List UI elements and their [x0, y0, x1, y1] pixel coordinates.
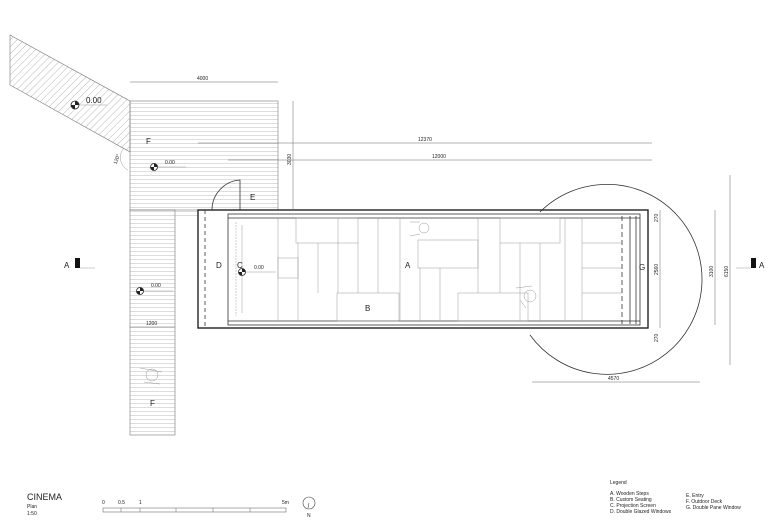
- label-f-upper: F: [146, 137, 151, 146]
- svg-text:0: 0: [102, 500, 105, 506]
- person-figure: [139, 367, 163, 385]
- section-marker-right: A: [736, 258, 765, 270]
- legend-item: C. Projection Screen: [610, 503, 656, 509]
- svg-text:1: 1: [139, 500, 142, 506]
- drawing-scale: 1:50: [27, 511, 37, 517]
- svg-text:0.00: 0.00: [254, 265, 264, 271]
- label-f-lower: F: [150, 399, 155, 408]
- label-b: B: [365, 304, 370, 313]
- svg-text:2560: 2560: [654, 264, 660, 275]
- label-d: D: [216, 261, 222, 270]
- svg-text:3030: 3030: [287, 154, 293, 165]
- container: [139, 179, 649, 385]
- legend-item: D. Double Glazed Windows: [610, 509, 672, 515]
- drawing-title: CINEMA: [27, 492, 62, 502]
- hatched-path: [9, 34, 131, 153]
- svg-text:6150: 6150: [724, 266, 730, 277]
- svg-text:4570: 4570: [608, 376, 619, 382]
- label-c: C: [237, 261, 243, 270]
- angle-label: 120°: [113, 153, 122, 165]
- level-marker: 0.00: [150, 160, 186, 171]
- level-marker: 0.00: [238, 265, 276, 276]
- outdoor-deck: [129, 100, 279, 436]
- svg-text:270: 270: [654, 333, 660, 342]
- north-arrow-icon: N: [302, 496, 316, 519]
- svg-text:A: A: [759, 261, 765, 270]
- legend: Legend A. Wooden Steps B. Custom Seating…: [610, 480, 741, 515]
- svg-text:0.5: 0.5: [118, 500, 125, 506]
- legend-item: E. Entry: [686, 493, 704, 499]
- legend-item: F. Outdoor Deck: [686, 499, 723, 505]
- svg-text:A: A: [64, 261, 70, 270]
- svg-text:12370: 12370: [418, 137, 432, 143]
- svg-text:0.00: 0.00: [86, 96, 102, 105]
- svg-text:N: N: [307, 513, 311, 519]
- section-marker-left: A: [64, 258, 95, 270]
- person-figure: [409, 221, 430, 237]
- person-figure: [515, 285, 537, 309]
- drawing-view: Plan: [27, 504, 37, 510]
- window-arc: [529, 183, 703, 375]
- label-a: A: [405, 261, 411, 270]
- scale-bar: 0 0.5 1 5m: [102, 500, 289, 513]
- level-marker: 0.00: [136, 283, 173, 295]
- svg-text:4000: 4000: [197, 76, 208, 82]
- legend-item: A. Wooden Steps: [610, 491, 649, 497]
- svg-text:270: 270: [654, 213, 660, 222]
- svg-text:0.00: 0.00: [151, 283, 161, 289]
- svg-text:12000: 12000: [432, 154, 446, 160]
- legend-item: B. Custom Seating: [610, 497, 652, 503]
- seating-blocks: [277, 217, 622, 322]
- svg-text:0.00: 0.00: [165, 160, 175, 166]
- svg-text:Legend: Legend: [610, 480, 627, 486]
- dimension-lines: 4000 3030 12370 12000 270 2560 270 3100 …: [130, 76, 731, 383]
- svg-text:3100: 3100: [709, 266, 715, 277]
- svg-text:1200: 1200: [146, 321, 157, 327]
- legend-item: G. Double Pane Window: [686, 505, 741, 511]
- label-e: E: [250, 193, 255, 202]
- svg-text:5m: 5m: [282, 500, 289, 506]
- label-g: G: [639, 263, 645, 272]
- level-marker: 0.00: [70, 96, 107, 110]
